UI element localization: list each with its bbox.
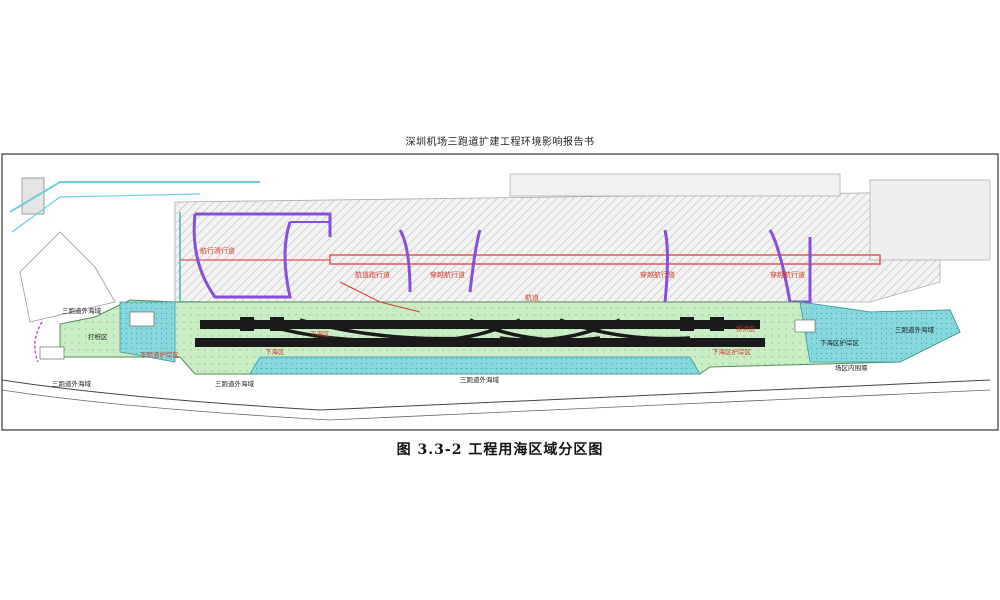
label-runway-right: 穿越航行道 xyxy=(640,270,675,279)
label-zone-mid-b: 下海区 xyxy=(265,347,285,356)
cyan-zone-right xyxy=(799,301,961,363)
label-box-right xyxy=(794,319,816,333)
label-box-lower xyxy=(39,346,65,360)
black-node-1 xyxy=(240,317,254,331)
channel-line xyxy=(339,281,421,313)
black-rapid-exits xyxy=(249,318,691,342)
label-box-left xyxy=(129,311,155,327)
black-runway-bottom xyxy=(195,338,765,347)
label-zone-bottom-a: 三跑道外海域 xyxy=(215,379,255,388)
left-land-outline xyxy=(19,231,116,323)
label-runway-center: 航道跑行道 xyxy=(355,270,390,279)
label-zone-left-top: 三跑道外海域 xyxy=(62,306,102,315)
magenta-boundary xyxy=(34,321,43,363)
label-runway-far: 穿越航行道 xyxy=(770,270,805,279)
drawing-border xyxy=(1,153,999,431)
purple-taxiway-crossings xyxy=(398,229,812,304)
label-zone-right-d: 场区内围堰 xyxy=(835,363,868,372)
label-runway-mid: 穿越航行道 xyxy=(430,270,465,279)
label-zone-right-b: 下海区护岸区 xyxy=(820,338,860,347)
coastline xyxy=(1,379,991,411)
label-runway-left: 航行滑行道 xyxy=(200,246,235,255)
left-building xyxy=(21,177,45,215)
cyan-river-line-2 xyxy=(11,193,201,233)
label-zone-left-mid: 打桩区 xyxy=(88,332,108,341)
figure-caption: 图 3.3-2 工程用海区域分区图 xyxy=(396,442,604,458)
terminal-buildings xyxy=(509,173,841,197)
label-zone-left-bottom: 三跑道外海域 xyxy=(52,379,92,388)
existing-airport-area xyxy=(174,191,941,303)
label-zone-left-low: 下跑道护岸区 xyxy=(140,350,180,359)
right-land-block xyxy=(869,179,991,261)
label-zone-right-c: 三跑道外海域 xyxy=(895,325,935,334)
label-zone-bottom-b: 三跑道外海域 xyxy=(460,375,500,384)
zoning-map-svg: 航行滑行道 航道跑行道 穿越航行道 穿越航行道 穿越航行道 航道 三跑道外海域 … xyxy=(1,153,999,431)
cyan-river-line xyxy=(9,181,260,213)
cyan-zone-bottom xyxy=(249,356,701,375)
label-zone-right-a: 排洪区 xyxy=(736,324,756,333)
label-zone-mid-a: 下海区 xyxy=(310,329,330,338)
black-node-3 xyxy=(680,317,694,331)
black-node-4 xyxy=(710,317,724,331)
engineering-drawing: 航行滑行道 航道跑行道 穿越航行道 穿越航行道 穿越航行道 航道 三跑道外海域 … xyxy=(0,152,1000,432)
black-node-2 xyxy=(270,317,284,331)
label-zone-mid-c: 下海区护岸区 xyxy=(712,347,752,356)
purple-connector xyxy=(290,213,331,223)
document-header: 深圳机场三跑道扩建工程环境影响报告书 xyxy=(405,137,595,148)
label-channel: 航道 xyxy=(525,293,539,302)
coastline-road xyxy=(1,389,991,421)
